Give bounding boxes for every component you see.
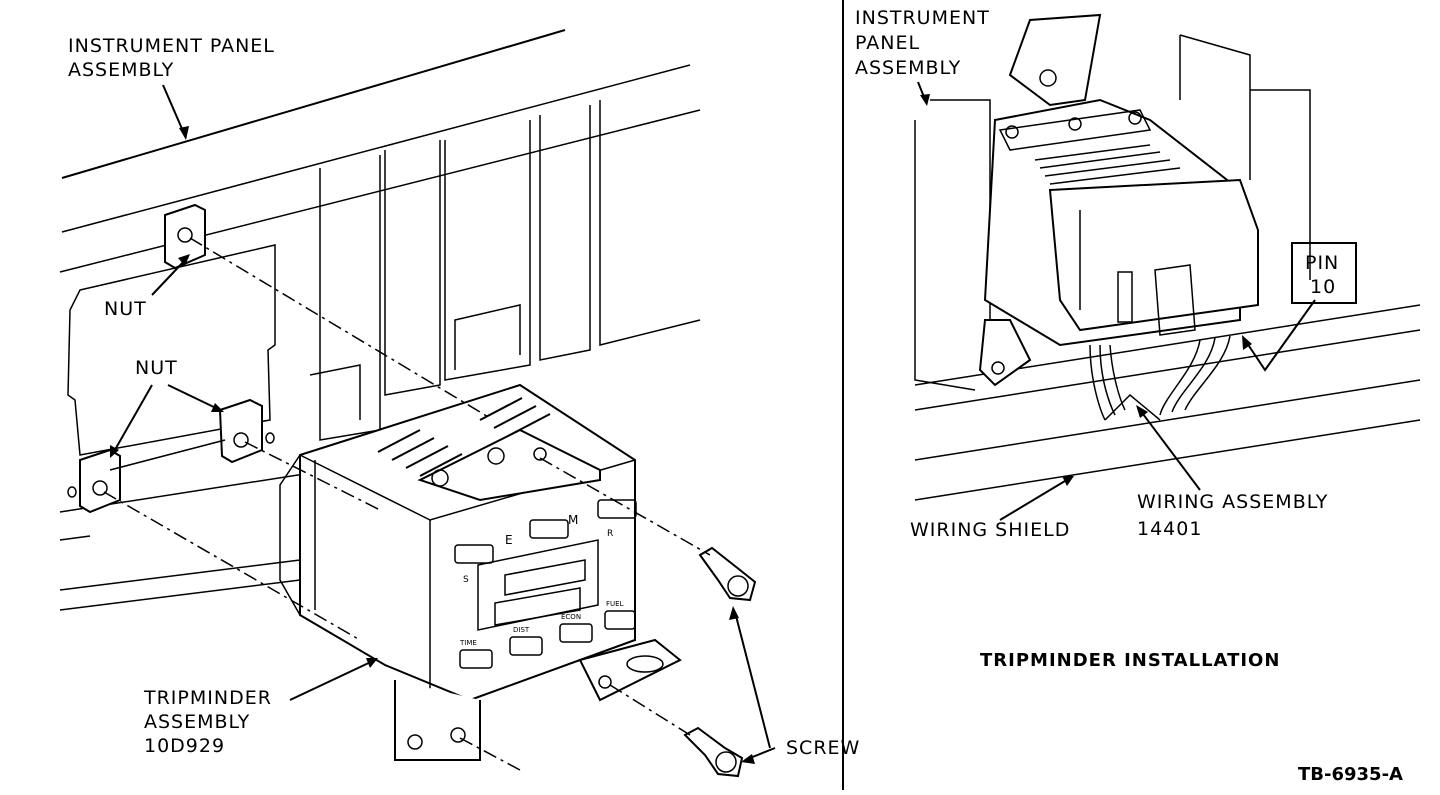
label-wiring-assembly-line2: 14401 — [1137, 518, 1203, 540]
button-label-r: R — [607, 529, 614, 539]
label-tripminder-line1: TRIPMINDER — [144, 687, 272, 709]
left-leader-lines — [110, 84, 776, 764]
figure-id: TB-6935-A — [1298, 764, 1403, 785]
right-leader-lines — [917, 81, 1316, 521]
button-label-time: TIME — [460, 639, 477, 647]
label-screw: SCREW — [786, 737, 861, 759]
label-instrument-panel-line2: ASSEMBLY — [68, 59, 175, 81]
label-right-instrument-line2: PANEL — [855, 32, 921, 54]
diagram-caption: TRIPMINDER INSTALLATION — [980, 650, 1281, 671]
screw-drawings — [683, 546, 757, 778]
button-label-fuel: FUEL — [606, 600, 624, 608]
button-label-e: E — [505, 533, 513, 547]
label-tripminder-line2: ASSEMBLY — [144, 711, 251, 733]
pin-label-box — [1291, 242, 1357, 304]
installation-dash-lines — [103, 237, 711, 771]
label-right-instrument-line3: ASSEMBLY — [855, 57, 962, 79]
label-wiring-assembly-line1: WIRING ASSEMBLY — [1137, 491, 1329, 513]
button-label-s: S — [463, 575, 469, 585]
left-instrument-panel-drawing — [59, 29, 701, 611]
button-label-dist: DIST — [513, 626, 530, 634]
right-panel-drawing — [914, 13, 1421, 501]
label-pin-line1: PIN — [1305, 252, 1340, 274]
button-label-m: M — [568, 513, 579, 527]
label-right-instrument-line1: INSTRUMENT — [855, 7, 990, 29]
label-tripminder-line3: 10D929 — [144, 735, 226, 757]
label-pin-line2: 10 — [1310, 276, 1337, 298]
label-nut-lower: NUT — [135, 357, 178, 379]
label-wiring-shield: WIRING SHIELD — [910, 519, 1071, 541]
button-label-econ: ECON — [561, 613, 582, 621]
label-instrument-panel-line1: INSTRUMENT PANEL — [68, 35, 275, 57]
label-nut-upper: NUT — [104, 298, 147, 320]
tripminder-unit-drawing — [279, 383, 682, 761]
